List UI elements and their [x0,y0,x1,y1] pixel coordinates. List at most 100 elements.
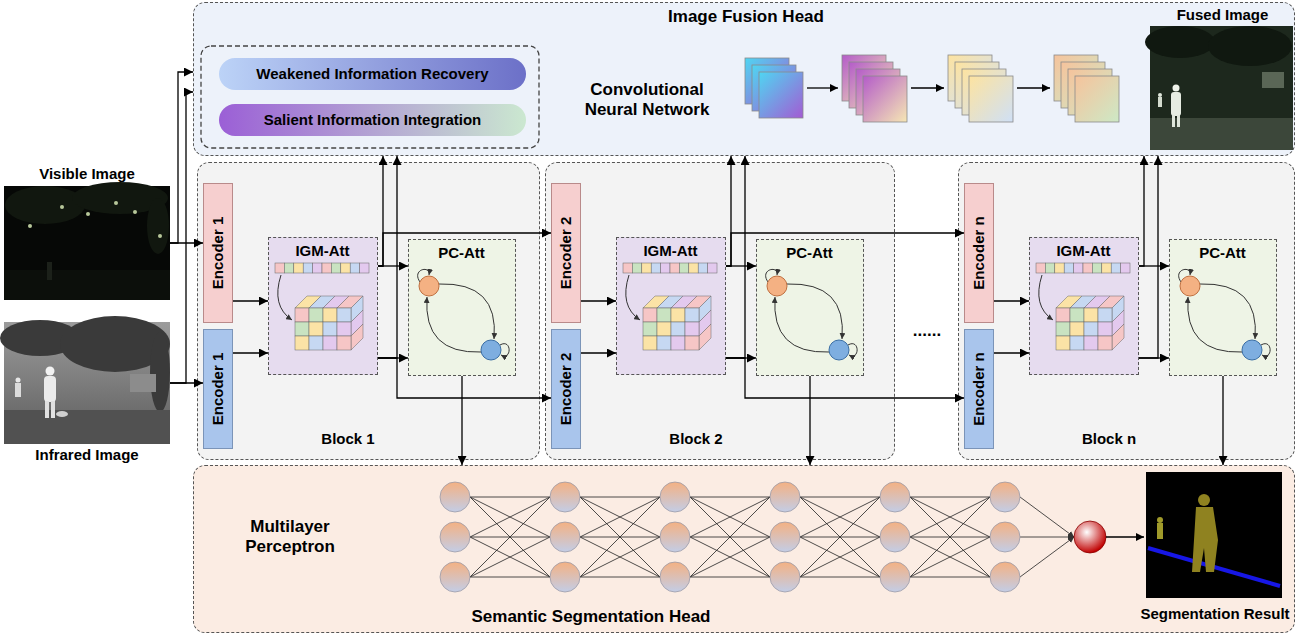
infrared-encoder: Encoder n [964,329,994,449]
flow-arrow [1139,156,1158,358]
attention-vector-cell [294,263,303,273]
feature-map [1061,62,1105,108]
mlp-neuron [660,482,690,512]
flow-arrow [170,242,203,243]
output-neuron [1074,521,1106,553]
mlp-weight [800,497,880,537]
attention-vector-cell [1121,263,1130,273]
segmentation-person [1192,507,1218,572]
attention-vector-cell [341,263,350,273]
mlp-weight [800,497,880,537]
mlp-weight [690,537,770,577]
attention-cube-cell [1084,322,1098,336]
mlp-weight [580,577,660,578]
mlp-weight [910,497,990,577]
feature-map [863,76,907,122]
photo-person [44,376,56,402]
flow-arrow [1222,376,1223,465]
attention-cube-cell [295,336,309,350]
mlp-weight [690,497,770,537]
mlp-weight [580,497,660,537]
visible-encoder: Encoder 1 [203,183,233,323]
mlp-weight [470,497,550,577]
photo-building [1262,72,1284,88]
photo-light [28,224,32,228]
block-frame: Block 2Encoder 2Encoder 2IGM-AttPC-Att [545,162,895,460]
attention-cube-cell [351,296,363,322]
flow-arrow [233,352,268,353]
mlp-weight [1020,537,1074,538]
feature-map [842,55,886,101]
node-label: Semantic Segmentation Head [441,606,741,628]
attention-vector-cell [1064,263,1073,273]
attention-cube-cell [309,308,323,322]
attention-cube-cell [643,336,657,350]
node-label: Visible Image [4,164,170,184]
mlp-weight [800,537,880,577]
flow-arrow [378,265,408,266]
attention-cube-cell [671,296,697,308]
node-label: Salient Information Integration [219,104,526,136]
mlp-weight [910,497,990,537]
attention-cube-cell [1084,308,1098,322]
flow-arrow [233,300,268,301]
visible-encoder: Encoder n [964,183,994,323]
photo-light [86,212,90,216]
attention-vector-cell [313,263,322,273]
node-label: PC-Att [1170,243,1275,263]
feature-map [955,62,999,108]
mlp-weight [470,497,550,537]
attention-curve [1200,284,1255,339]
flow-arrow [581,352,616,353]
self-loop [766,269,777,282]
flow-arrow [1139,156,1144,266]
label-holder: ...... [903,320,951,342]
attention-vector-cell [642,263,651,273]
attention-vector-cell [670,263,679,273]
attention-vector-cell [360,263,369,273]
infrared-encoder: Encoder 2 [551,329,581,449]
attention-vector-cell [303,263,312,273]
photo-light [60,205,64,209]
blue-token [829,340,849,360]
attention-vector-cell [651,263,660,273]
attention-vector-cell [350,263,359,273]
attention-cube-cell [671,336,685,350]
attention-cube-cell [309,336,323,350]
attention-cube-cell [309,322,323,336]
photo-person [46,367,55,376]
free-label: ...... [903,320,951,342]
attention-cube-cell [685,296,711,308]
segmentation-person [1157,523,1163,539]
attention-vector-cell [679,263,688,273]
photo-tree [147,198,169,254]
node-label: Segmentation Result [1137,604,1293,623]
attention-cube-cell [1056,322,1070,336]
attention-cube-cell [657,322,671,336]
attention-cube-cell [1112,296,1124,322]
mlp-weight [470,537,550,538]
feature-map [962,69,1006,115]
mlp-weight [580,497,660,577]
attention-cube-cell [643,296,669,308]
mlp-weight [910,497,990,537]
photo-light [133,210,137,214]
node-label: Image Fusion Head [596,6,896,28]
attention-cube-cell [337,296,363,308]
feature-map [969,76,1013,122]
pc-attention-box: PC-Att [408,239,516,376]
photo-light [158,234,162,238]
feature-map [1075,76,1119,122]
segmentation-person [1157,517,1163,523]
feature-map [849,62,893,108]
flow-arrow [378,156,397,358]
flow-arrow [170,72,193,243]
attention-cube-cell [671,308,685,322]
mlp-weight [690,537,770,538]
flow-arrow [726,156,731,266]
mlp-weight [580,537,660,577]
encoder-label: Encoder 2 [552,330,580,448]
mlp-weight [910,577,990,578]
attention-cube-cell [323,308,337,322]
feature-arrow [807,87,838,88]
